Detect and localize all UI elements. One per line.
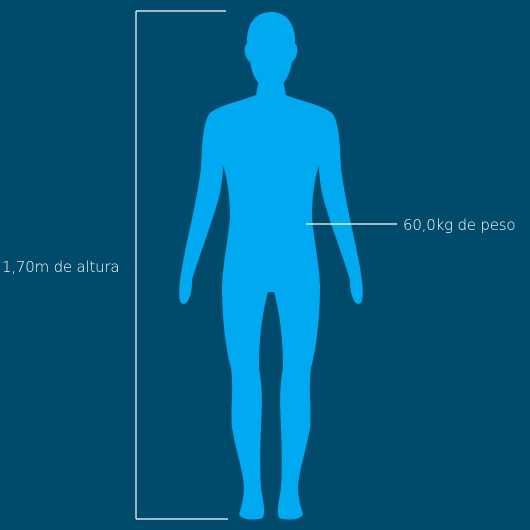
height-label: 1,70m de altura: [2, 258, 120, 276]
weight-label: 60,0kg de peso: [403, 216, 516, 234]
human-silhouette: [179, 12, 363, 520]
silhouette-body: [179, 80, 363, 520]
silhouette-head: [244, 12, 298, 84]
height-bracket: [135, 10, 228, 520]
